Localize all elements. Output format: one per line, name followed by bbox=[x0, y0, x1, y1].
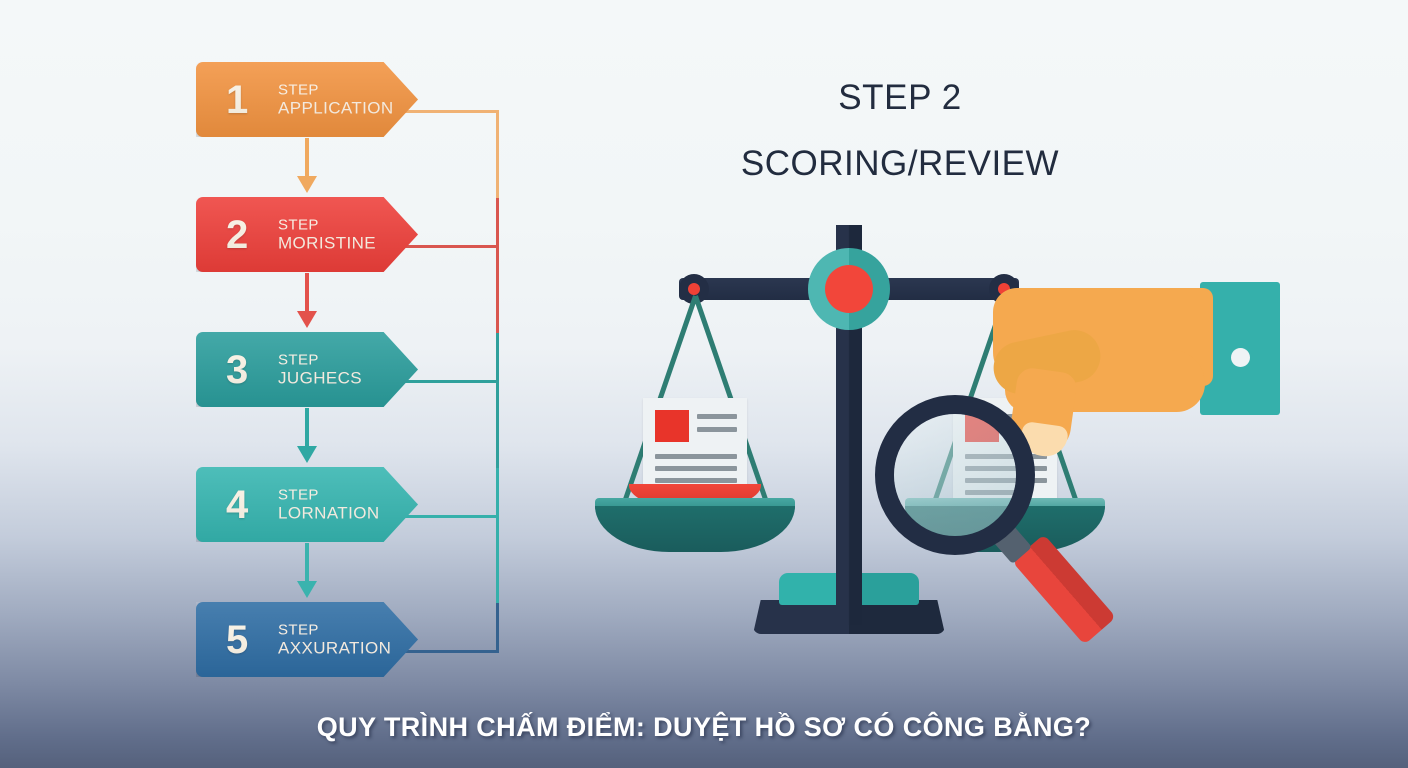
step-row-3[interactable]: 3 STEP JUGHECS bbox=[196, 332, 418, 407]
step-banner-2[interactable]: 2 STEP MORISTINE bbox=[196, 197, 418, 272]
flow-arrow-3-to-4 bbox=[297, 408, 317, 466]
flow-arrow-4-to-5 bbox=[297, 543, 317, 601]
connector-rail-segment-teal-light bbox=[496, 468, 499, 603]
scale-pivot-left bbox=[679, 274, 709, 304]
step-label-4: STEP LORNATION bbox=[278, 486, 380, 523]
connector-stub-step-4 bbox=[402, 515, 499, 518]
step-row-5[interactable]: 5 STEP AXXURATION bbox=[196, 602, 418, 677]
connector-stub-step-5 bbox=[402, 650, 499, 653]
step-label-5-line2: AXXURATION bbox=[278, 638, 392, 658]
connector-rail-segment-blue bbox=[496, 603, 499, 653]
scales-illustration bbox=[575, 200, 1280, 670]
step-label-2: STEP MORISTINE bbox=[278, 216, 376, 253]
document-left-line bbox=[655, 466, 737, 471]
step-label-5: STEP AXXURATION bbox=[278, 621, 391, 658]
bottom-caption: QUY TRÌNH CHẤM ĐIỂM: DUYỆT HỒ SƠ CÓ CÔNG… bbox=[316, 712, 1092, 742]
document-left-line bbox=[655, 454, 737, 459]
flow-arrow-2-to-3 bbox=[297, 273, 317, 331]
step-row-4[interactable]: 4 STEP LORNATION bbox=[196, 467, 418, 542]
connector-stub-step-1 bbox=[402, 110, 499, 113]
sleeve-cuff bbox=[1200, 282, 1280, 415]
step-banner-4[interactable]: 4 STEP LORNATION bbox=[196, 467, 418, 542]
pan-left-bowl bbox=[595, 506, 795, 552]
step-label-2-line1: STEP bbox=[278, 215, 319, 233]
heading-step-title: SCORING/REVIEW bbox=[740, 144, 1060, 183]
step-label-1-line1: STEP bbox=[278, 80, 319, 98]
connector-rail-segment-teal bbox=[496, 333, 499, 468]
step-row-1[interactable]: 1 STEP APPLICATION bbox=[196, 62, 418, 137]
document-left-line bbox=[655, 478, 737, 483]
connector-rail-segment-orange bbox=[496, 110, 499, 198]
step-label-4-line1: STEP bbox=[278, 485, 319, 503]
scale-pan-left bbox=[595, 484, 795, 552]
step-label-3-line1: STEP bbox=[278, 350, 319, 368]
step-label-1: STEP APPLICATION bbox=[278, 81, 394, 118]
step-label-2-line2: MORISTINE bbox=[278, 233, 377, 253]
cuff-button bbox=[1231, 348, 1250, 367]
step-label-3-line2: JUGHECS bbox=[278, 368, 363, 388]
step-label-1-line2: APPLICATION bbox=[278, 98, 394, 118]
step-label-3: STEP JUGHECS bbox=[278, 351, 362, 388]
connector-stub-step-2 bbox=[402, 245, 499, 248]
step-row-2[interactable]: 2 STEP MORISTINE bbox=[196, 197, 418, 272]
document-left-line bbox=[697, 427, 737, 432]
document-left-stamp bbox=[655, 410, 689, 442]
heading-step-number: STEP 2 bbox=[838, 78, 962, 117]
magnifier-lens bbox=[894, 414, 1016, 536]
hub-sheen bbox=[808, 248, 890, 330]
step-flow-diagram: 1 STEP APPLICATION 2 STEP MORISTINE bbox=[196, 62, 526, 692]
document-left-line bbox=[697, 414, 737, 419]
step-banner-3[interactable]: 3 STEP JUGHECS bbox=[196, 332, 418, 407]
step-number-2: 2 bbox=[226, 212, 249, 257]
step-number-1: 1 bbox=[226, 77, 249, 122]
step-label-4-line2: LORNATION bbox=[278, 503, 380, 523]
step-number-4: 4 bbox=[226, 482, 249, 527]
connector-stub-step-3 bbox=[402, 380, 499, 383]
step-number-3: 3 bbox=[226, 347, 249, 392]
scale-center-hub bbox=[808, 248, 890, 330]
connector-rail-segment-red bbox=[496, 198, 499, 333]
step-banner-1[interactable]: 1 STEP APPLICATION bbox=[196, 62, 418, 137]
step-banner-5[interactable]: 5 STEP AXXURATION bbox=[196, 602, 418, 677]
step-number-5: 5 bbox=[226, 617, 249, 662]
heading-block: STEP 2 SCORING/REVIEW bbox=[660, 78, 1140, 184]
flow-arrow-1-to-2 bbox=[297, 138, 317, 196]
step-label-5-line1: STEP bbox=[278, 620, 319, 638]
